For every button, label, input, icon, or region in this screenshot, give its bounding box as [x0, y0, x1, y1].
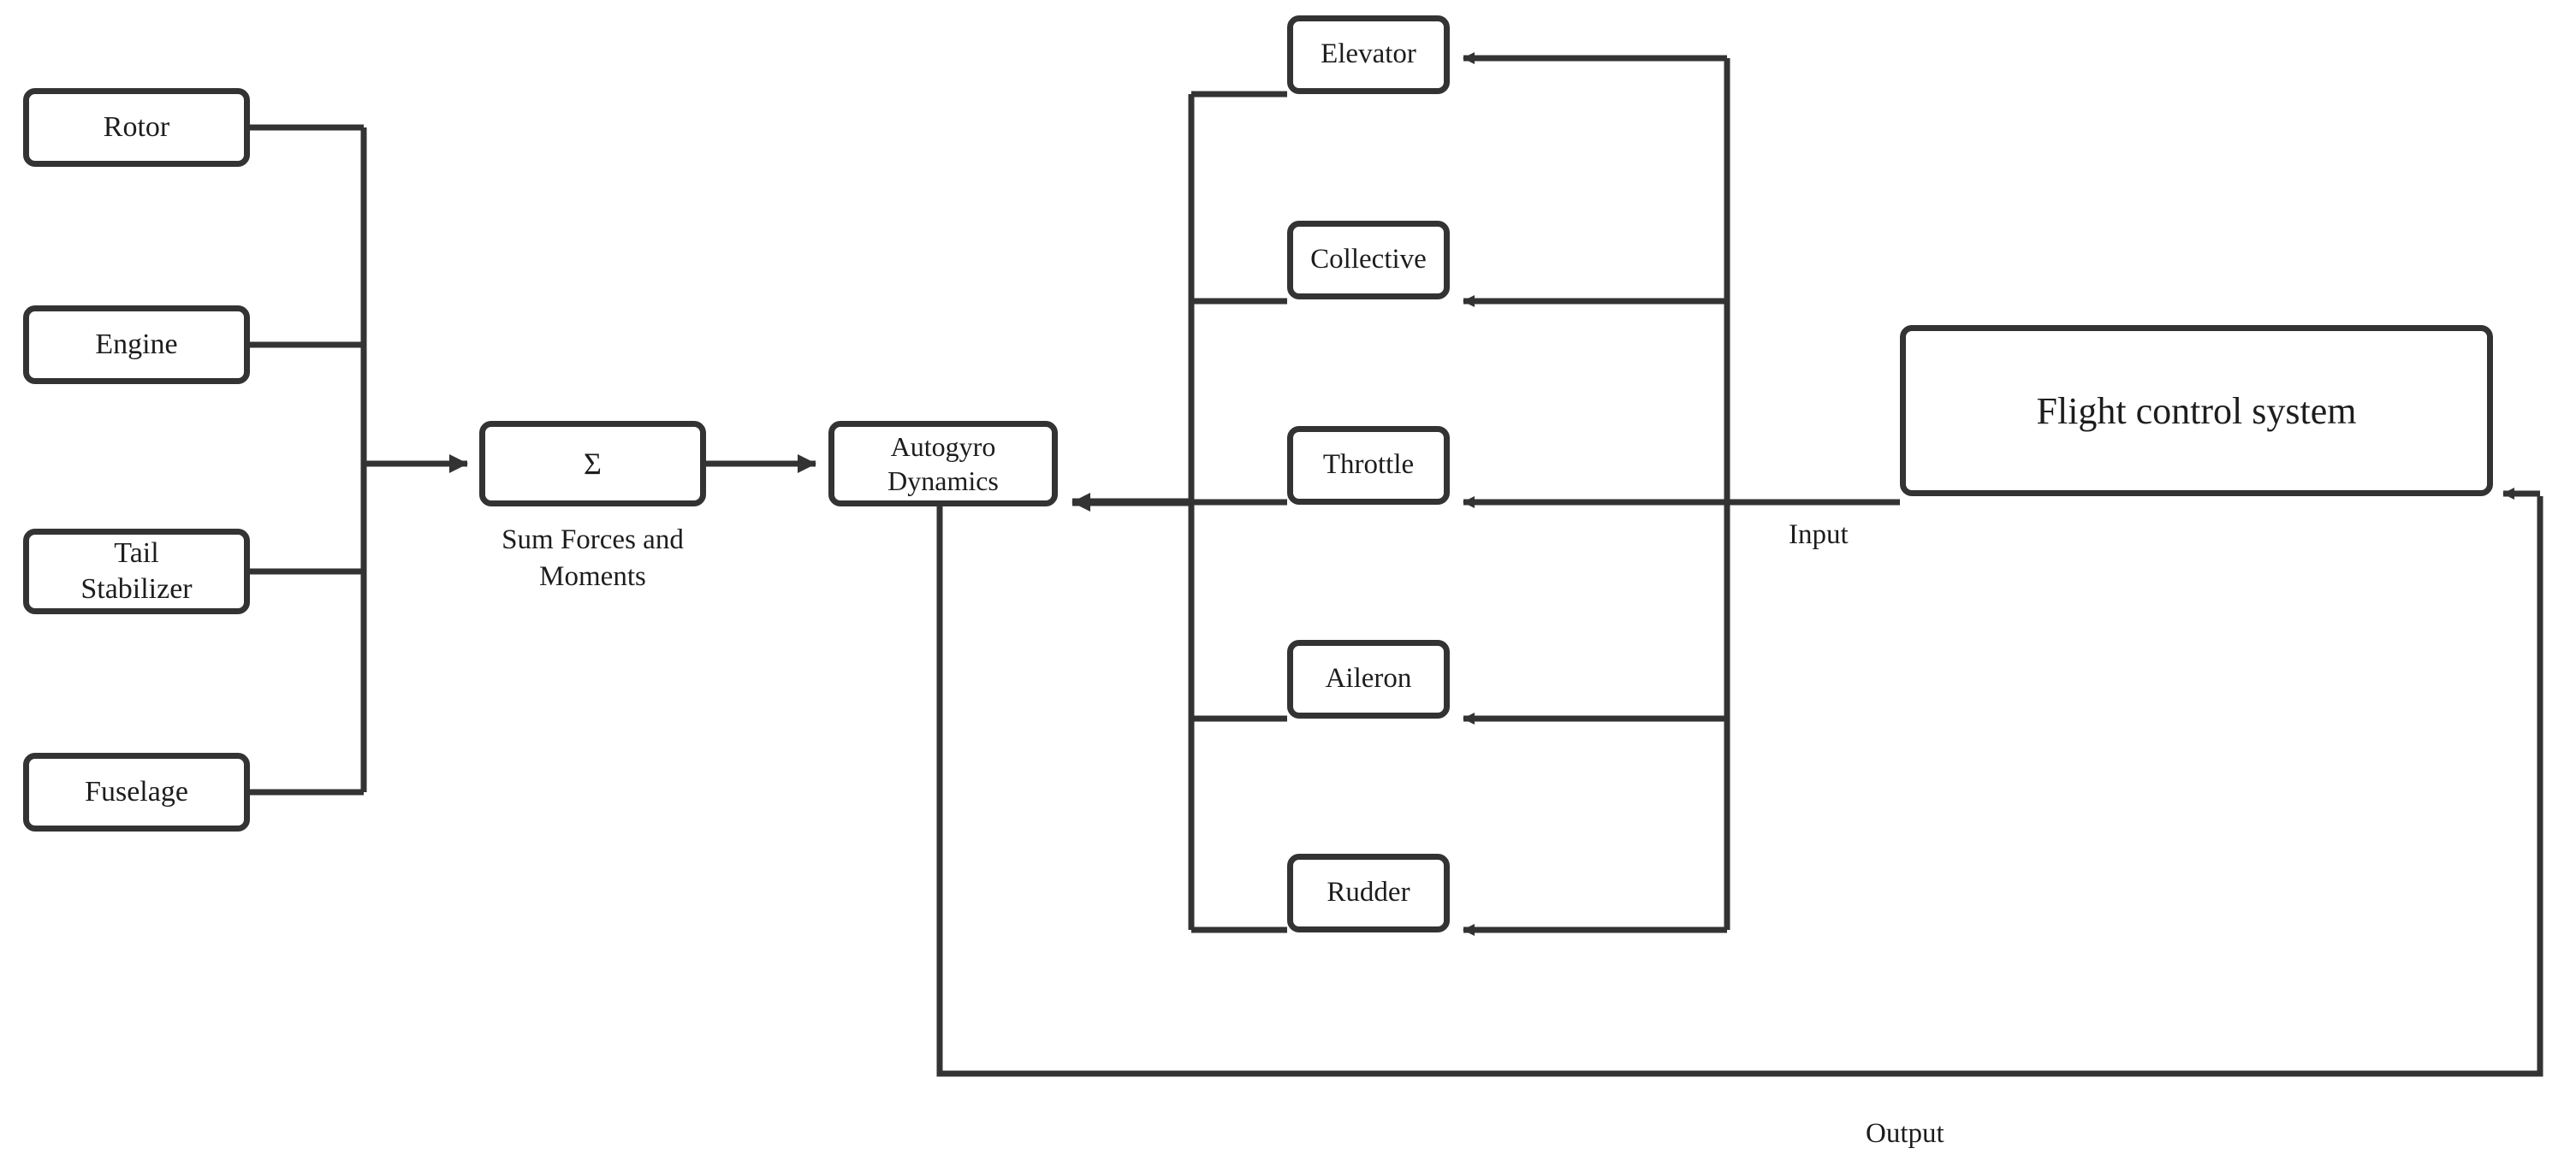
block-aileron-label: Aileron	[1325, 663, 1412, 695]
output-label: Output	[1866, 1118, 1944, 1149]
block-tail-stabilizer-label-line2: Stabilizer	[80, 573, 193, 605]
block-throttle[interactable]: Throttle	[1287, 426, 1450, 505]
block-fuselage[interactable]: Fuselage	[23, 753, 250, 832]
block-flight-control-system-label: Flight control system	[2036, 389, 2357, 432]
block-elevator[interactable]: Elevator	[1287, 15, 1450, 94]
block-autogyro-label-line2: Dynamics	[887, 465, 999, 496]
block-tail-stabilizer[interactable]: Tail Stabilizer	[23, 529, 250, 614]
block-rudder-label: Rudder	[1327, 877, 1410, 909]
block-rudder[interactable]: Rudder	[1287, 854, 1450, 932]
block-sum-symbol: Σ	[584, 446, 602, 481]
block-collective[interactable]: Collective	[1287, 221, 1450, 299]
block-fuselage-label: Fuselage	[85, 775, 188, 808]
block-aileron[interactable]: Aileron	[1287, 640, 1450, 719]
block-tail-stabilizer-label-line1: Tail	[114, 536, 159, 569]
block-rotor[interactable]: Rotor	[23, 88, 250, 167]
block-flight-control-system[interactable]: Flight control system	[1900, 325, 2493, 496]
sum-caption-line2: Moments	[539, 560, 646, 592]
block-throttle-label: Throttle	[1322, 449, 1415, 481]
block-autogyro-dynamics[interactable]: Autogyro Dynamics	[828, 421, 1058, 506]
block-autogyro-label-line1: Autogyro	[890, 431, 996, 462]
input-label: Input	[1789, 519, 1849, 550]
block-elevator-label: Elevator	[1321, 38, 1416, 70]
block-sum[interactable]: Σ	[479, 421, 706, 506]
sum-caption-line1: Sum Forces and	[502, 524, 684, 555]
block-rotor-label: Rotor	[103, 110, 170, 143]
block-engine-label: Engine	[95, 328, 178, 360]
block-engine[interactable]: Engine	[23, 305, 250, 384]
sum-caption: Sum Forces and Moments	[419, 522, 766, 595]
block-collective-label: Collective	[1310, 244, 1427, 275]
wire-output-feedback-path	[936, 496, 2543, 1077]
